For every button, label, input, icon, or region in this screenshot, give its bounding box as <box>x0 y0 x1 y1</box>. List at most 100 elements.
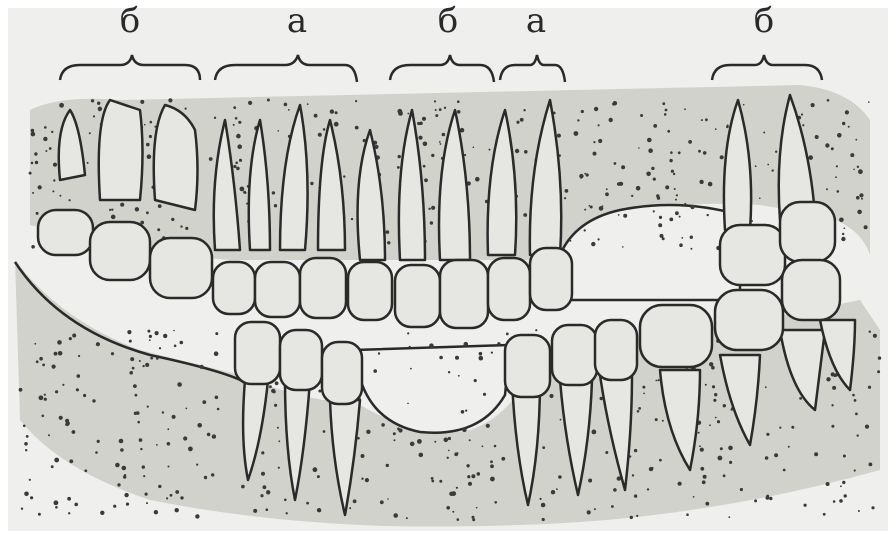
bone-speckle <box>466 464 469 467</box>
bone-speckle <box>209 157 213 161</box>
bone-speckle <box>211 473 214 476</box>
bone-speckle <box>869 331 871 333</box>
bone-speckle <box>766 433 769 436</box>
bone-speckle <box>330 109 334 113</box>
bone-speckle <box>779 427 781 429</box>
bone-speckle <box>31 162 34 165</box>
bone-speckle <box>307 103 309 105</box>
bone-speckle <box>120 203 124 207</box>
bone-speckle <box>419 122 423 126</box>
bone-speckle <box>150 121 153 124</box>
bone-speckle <box>826 377 830 381</box>
bone-speckle <box>398 428 402 432</box>
bone-speckle <box>353 499 357 503</box>
bone-speckle <box>664 113 667 116</box>
lower-crown-1 <box>235 322 280 384</box>
bone-speckle <box>212 434 216 438</box>
bone-speckle <box>855 413 858 416</box>
bone-speckle <box>430 221 433 224</box>
bone-speckle <box>835 176 837 178</box>
bone-speckle <box>410 442 415 447</box>
bone-speckle <box>729 461 732 464</box>
bone-speckle <box>631 195 633 197</box>
bone-speckle <box>67 424 69 426</box>
bone-speckle <box>183 436 187 440</box>
bone-speckle <box>39 395 44 400</box>
bone-speckle <box>754 499 757 502</box>
upper-crown-1 <box>38 210 93 255</box>
bone-speckle <box>541 503 546 508</box>
bone-speckle <box>623 214 627 218</box>
bone-speckle <box>361 478 363 480</box>
bone-speckle <box>272 191 275 194</box>
bone-speckle <box>132 367 135 370</box>
bone-speckle <box>93 115 95 117</box>
bone-speckle <box>690 248 692 250</box>
bone-speckle <box>417 439 422 444</box>
bone-speckle <box>606 188 608 190</box>
bone-speckle <box>598 238 600 240</box>
bone-speckle <box>380 500 384 504</box>
bone-speckle <box>577 119 579 121</box>
bone-speckle <box>435 109 437 111</box>
bone-speckle <box>679 216 681 218</box>
bone-speckle <box>878 356 881 359</box>
bone-speckle <box>524 150 528 154</box>
bone-speckle <box>783 469 786 472</box>
upper-permanent-bud-2 <box>99 100 143 200</box>
bone-speckle <box>826 482 830 486</box>
bone-speckle <box>618 214 620 216</box>
bone-speckle <box>621 165 625 169</box>
bone-speckle <box>707 214 709 216</box>
upper-crown-5 <box>255 262 300 317</box>
bone-speckle <box>640 114 643 117</box>
bone-speckle <box>260 494 263 497</box>
bone-speckle <box>394 439 396 441</box>
bone-speckle <box>239 159 242 162</box>
bone-speckle <box>21 508 23 510</box>
bone-speckle <box>720 155 724 159</box>
bone-speckle <box>30 496 33 499</box>
bone-speckle <box>113 505 116 508</box>
bone-speckle <box>858 510 860 512</box>
bone-speckle <box>83 394 86 397</box>
bone-speckle <box>278 130 280 132</box>
bone-speckle <box>632 474 634 476</box>
bone-speckle <box>72 334 76 338</box>
bone-speckle <box>837 190 840 193</box>
bone-speckle <box>457 518 460 521</box>
bone-speckle <box>29 479 31 481</box>
bone-speckle <box>162 411 164 413</box>
bone-speckle <box>97 102 100 105</box>
bone-speckle <box>475 177 480 182</box>
bone-speckle <box>473 146 475 148</box>
bone-speckle <box>398 155 401 158</box>
bone-speckle <box>845 110 849 114</box>
bone-speckle <box>842 481 845 484</box>
bone-speckle <box>841 237 845 241</box>
bone-speckle <box>240 187 245 192</box>
bone-speckle <box>474 379 477 382</box>
bone-speckle <box>469 439 471 441</box>
bone-speckle <box>670 151 673 154</box>
bone-speckle <box>684 108 686 110</box>
lower-crown-8 <box>715 290 783 350</box>
bone-speckle <box>676 194 678 196</box>
bone-speckle <box>720 447 723 450</box>
bone-speckle <box>439 141 441 143</box>
bone-speckle <box>489 149 491 151</box>
bone-speckle <box>653 124 657 128</box>
bone-speckle <box>723 474 726 477</box>
bone-speckle <box>831 147 834 150</box>
bone-speckle <box>556 488 558 490</box>
bone-speckle <box>515 149 519 153</box>
bone-speckle <box>207 433 211 437</box>
bone-speckle <box>667 130 670 133</box>
bone-speckle <box>238 121 241 124</box>
bone-speckle <box>581 110 584 113</box>
bone-speckle <box>236 167 240 171</box>
bone-speckle <box>72 430 76 434</box>
bone-speckle <box>647 138 652 143</box>
bone-speckle <box>51 465 54 468</box>
bone-speckle <box>172 415 176 419</box>
